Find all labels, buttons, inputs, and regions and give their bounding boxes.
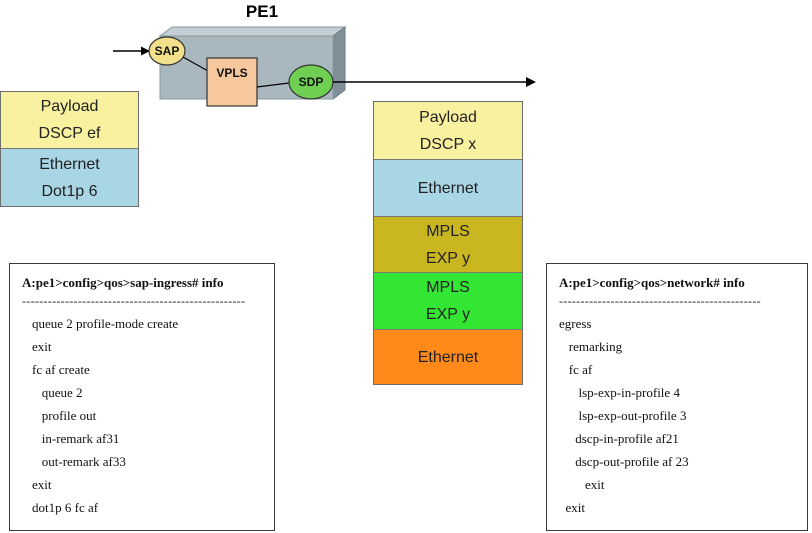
layer-text: MPLS [426,279,470,296]
layer-text: DSCP x [419,135,477,153]
config-line: exit [559,500,586,515]
sap-label: SAP [155,44,180,58]
layer-text: EXP y [425,306,471,323]
pe1-router-graphic: SAP VPLS SDP [113,26,536,107]
vpls-sdp-link [256,82,290,88]
egress-layer-4: Ethernet [374,330,522,384]
config-line: lsp-exp-in-profile 4 [559,385,680,400]
network-config-box: A:pe1>config>qos>network# info ---------… [546,263,808,531]
egress-layer-2: MPLS EXP y [374,217,522,273]
layer-text: Payload [40,98,99,115]
config-line: out-remark af33 [32,454,126,469]
layer-text: Payload [419,108,477,126]
config-line: fc af [559,362,593,377]
config-line: profile out [32,408,97,423]
config-line: dscp-out-profile af 23 [559,454,689,469]
egress-layer-1: Ethernet [374,160,522,217]
config-line: dscp-in-profile af21 [559,431,679,446]
sap-ingress-config-separator: ----------------------------------------… [22,294,246,308]
sap-node: SAP [148,36,186,66]
pe1-title: PE1 [245,2,279,21]
config-line: exit [32,339,52,354]
egress-layer-3: MPLS EXP y [374,273,522,330]
config-line: egress [559,316,592,331]
layer-text: Ethernet [39,155,100,173]
vpls-node: VPLS [206,57,258,107]
config-line: in-remark af31 [32,431,120,446]
ingress-arrow [113,46,150,56]
config-line: remarking [559,339,623,354]
config-line: exit [32,477,52,492]
layer-text: DSCP ef [38,125,101,142]
layer-text: EXP y [425,249,471,267]
sap-ingress-config-box: A:pe1>config>qos>sap-ingress# info -----… [9,263,275,531]
config-line: exit [559,477,605,492]
sap-vpls-link [182,56,209,72]
config-line: dot1p 6 fc af [32,500,99,515]
sdp-label: SDP [299,75,324,89]
sap-ingress-config-header: A:pe1>config>qos>sap-ingress# info [22,275,224,290]
layer-text: Ethernet [417,348,479,366]
config-line: queue 2 profile-mode create [32,316,179,331]
network-config-separator: ----------------------------------------… [559,294,761,308]
layer-text: Ethernet [417,179,479,197]
egress-arrow [333,77,536,87]
network-config-header: A:pe1>config>qos>network# info [559,275,745,290]
config-line: queue 2 [32,385,83,400]
layer-text: Dot1p 6 [41,182,98,200]
config-line: lsp-exp-out-profile 3 [559,408,687,423]
config-line: fc af create [32,362,90,377]
vpls-label: VPLS [216,66,247,80]
layer-text: MPLS [426,222,470,240]
sdp-node: SDP [288,64,334,100]
